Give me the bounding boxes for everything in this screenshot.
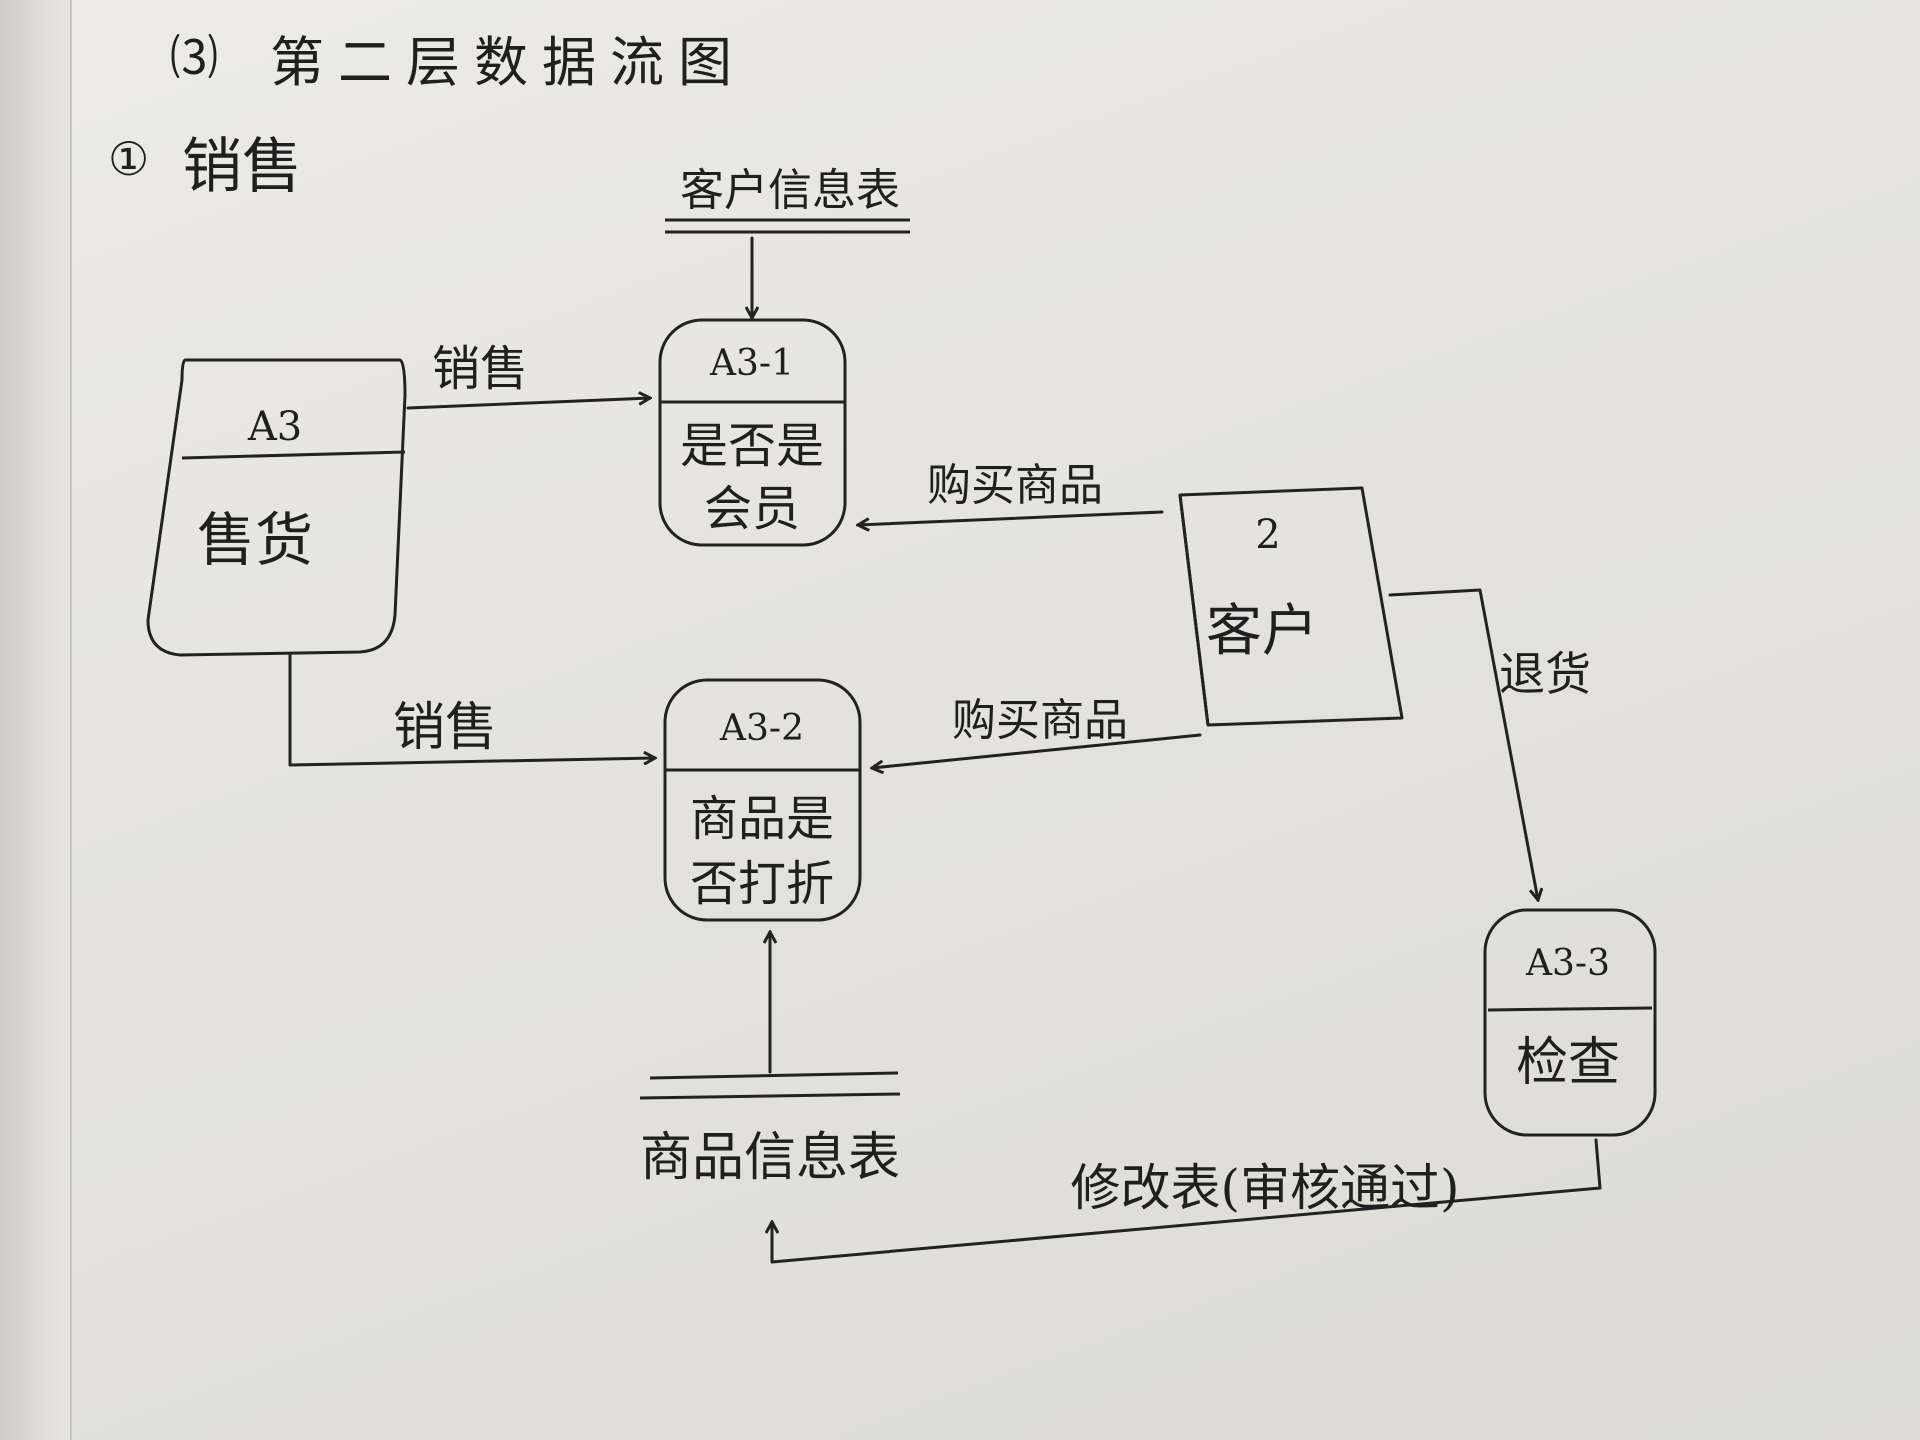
data-store-product-info: 商品信息表 — [639, 1071, 901, 1188]
process-a3-2: A3-2 商品是 否打折 — [663, 678, 862, 922]
process-a3-name: 售货 — [197, 506, 313, 574]
flow-label-buy-2: 购买商品 — [952, 695, 1128, 746]
flow-label-sale-2: 销售 — [393, 698, 497, 758]
process-a3: A3 售货 — [146, 358, 407, 657]
subsection-label: ① — [108, 132, 150, 186]
subsection-title: 销售 — [182, 132, 302, 202]
process-a3-3: A3-3 检查 — [1483, 908, 1657, 1137]
section-title: 第二层数据流图 — [270, 31, 746, 94]
data-store-customer-info: 客户信息表 — [665, 165, 910, 234]
flow-label-sale-1: 销售 — [432, 341, 528, 397]
external-entity-id: 2 — [1255, 512, 1280, 558]
process-a3-1-id: A3-1 — [709, 343, 794, 384]
process-a3-2-id: A3-2 — [719, 708, 804, 749]
flow-customer-to-a3-2 — [872, 733, 1202, 768]
flow-a3-3-to-product-info — [772, 1138, 1602, 1264]
process-a3-1: A3-1 是否是 会员 — [658, 318, 847, 547]
flow-label-buy-1: 购买商品 — [927, 460, 1103, 511]
process-a3-1-name-line2: 会员 — [704, 481, 800, 537]
data-store-customer-info-name: 客户信息表 — [680, 165, 900, 216]
external-entity-customer: 2 客户 — [1178, 486, 1404, 727]
process-a3-2-name-line2: 否打折 — [690, 856, 834, 912]
section-label: ⑶ — [170, 30, 219, 86]
flow-customer-to-a3-3 — [1388, 588, 1538, 900]
notebook-binding — [0, 0, 72, 1440]
flow-a3-to-a3-2 — [288, 653, 655, 767]
process-a3-3-id: A3-3 — [1525, 943, 1610, 984]
process-a3-2-name-line1: 商品是 — [690, 791, 834, 847]
data-store-product-info-name: 商品信息表 — [640, 1128, 900, 1188]
flow-label-return-1: 退货 — [1499, 647, 1591, 701]
process-a3-1-name-line1: 是否是 — [680, 418, 824, 474]
external-entity-name: 客户 — [1206, 599, 1318, 664]
flow-label-modify-table: 修改表(审核通过) — [1070, 1159, 1459, 1217]
process-a3-3-name: 检查 — [1516, 1033, 1620, 1093]
flow-a3-to-a3-1 — [406, 398, 650, 410]
process-a3-id: A3 — [247, 404, 302, 450]
flow-customer-to-a3-1 — [858, 510, 1164, 525]
